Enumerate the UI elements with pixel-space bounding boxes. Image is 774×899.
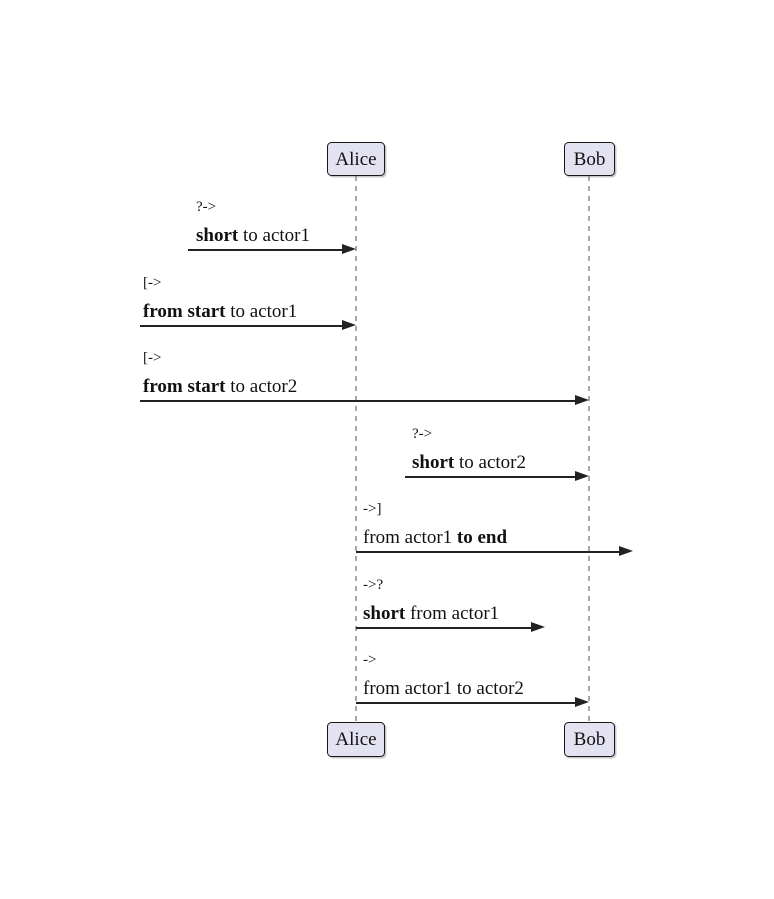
message-arrow-line [188, 249, 345, 251]
message-label: from actor1 to end [363, 527, 507, 549]
actor-box-alice-bottom: Alice [327, 722, 385, 757]
message-arrow-line [140, 325, 345, 327]
message-label-part: to end [456, 527, 508, 548]
actor-box-bob-top: Bob [564, 142, 615, 176]
actor-label-bob: Bob [573, 148, 606, 170]
message-arrow-line [356, 702, 578, 704]
actor-label-alice: Alice [335, 148, 377, 170]
message-label: short to actor2 [412, 452, 526, 474]
message-label-part: to actor1 [238, 225, 310, 246]
message-arrow-line [405, 476, 578, 478]
message-arrow-line [140, 400, 578, 402]
message-arrow-spec: [-> [143, 350, 162, 366]
message-arrow-spec: ->] [363, 501, 382, 517]
message-arrow-spec: [-> [143, 275, 162, 291]
actor-box-bob-bottom: Bob [564, 722, 615, 757]
message-label-part: short [363, 603, 406, 624]
message-label: short to actor1 [196, 225, 310, 247]
actor-label-bob: Bob [573, 729, 606, 750]
message-arrow-spec: ?-> [196, 199, 217, 215]
arrowhead-icon [342, 320, 356, 331]
message-arrow-line [356, 551, 622, 553]
message-label: from actor1 to actor2 [363, 678, 524, 700]
actor-label-alice: Alice [335, 729, 377, 750]
message-label-part: from actor1 to actor2 [363, 678, 524, 699]
message-label-part: to actor2 [454, 452, 526, 473]
message-label-part: to actor1 [225, 301, 298, 322]
arrowhead-icon [342, 244, 356, 255]
arrowhead-icon [575, 395, 589, 406]
message-label-part: to actor2 [225, 376, 298, 397]
lifeline-bob [588, 176, 590, 722]
actor-box-alice-top: Alice [327, 142, 385, 176]
lifeline-alice [355, 176, 357, 722]
message-label: short from actor1 [363, 603, 499, 625]
arrowhead-icon [531, 622, 545, 633]
message-label: from start to actor2 [143, 376, 297, 398]
arrowhead-icon [575, 697, 589, 708]
message-label: from start to actor1 [143, 301, 297, 323]
message-label-part: from start [143, 376, 226, 397]
message-label-part: from start [143, 301, 226, 322]
message-arrow-spec: ->? [363, 577, 384, 593]
message-arrow-line [356, 627, 534, 629]
message-label-part: from actor1 [405, 603, 500, 624]
arrowhead-icon [619, 546, 633, 557]
message-label-part: short [412, 452, 455, 473]
message-label-part: short [196, 225, 239, 246]
arrowhead-icon [575, 471, 589, 482]
message-arrow-spec: ?-> [412, 426, 433, 442]
message-label-part: from actor1 [363, 527, 457, 548]
message-arrow-spec: -> [363, 652, 377, 668]
